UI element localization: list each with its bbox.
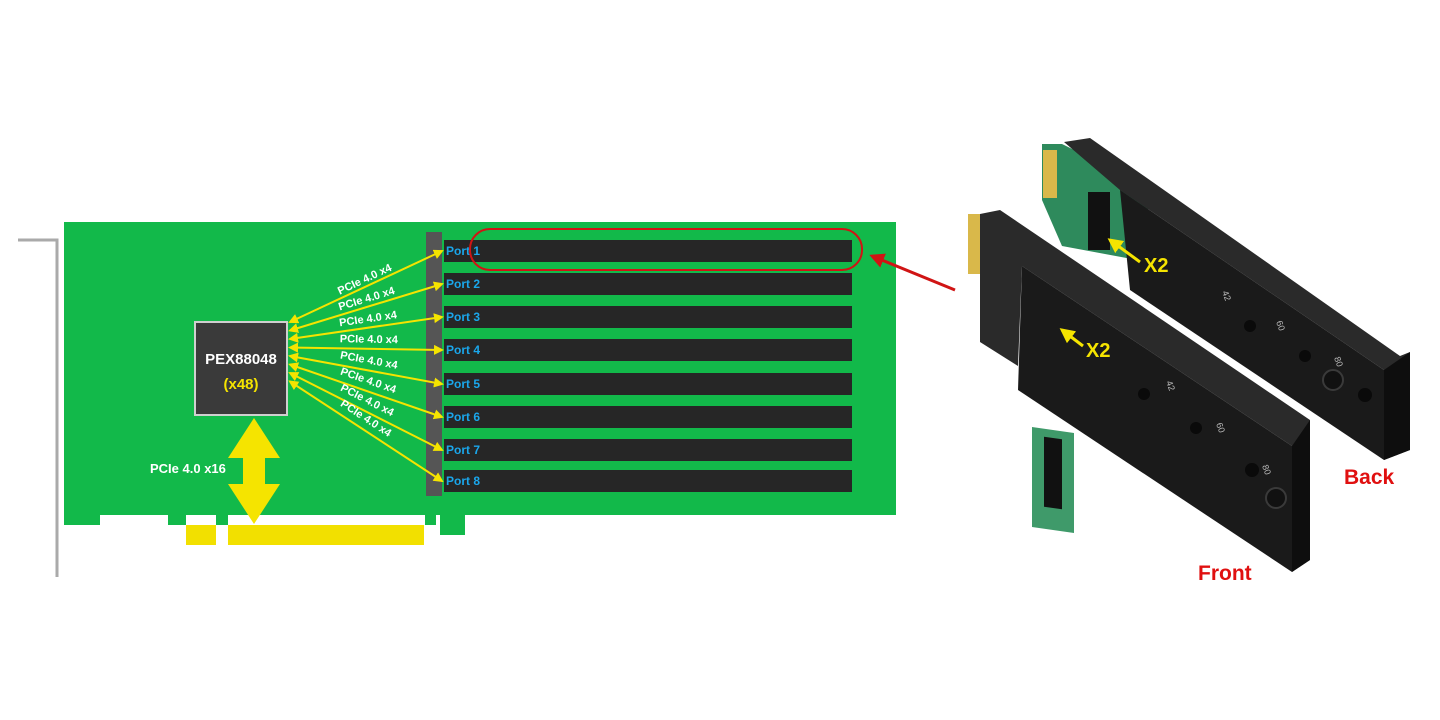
back-size-42: 42 [1220, 289, 1233, 302]
front-hole [1190, 422, 1202, 434]
m2-slot-8 [444, 470, 852, 492]
front-screw [1265, 487, 1287, 509]
back-heatsink-top [1064, 138, 1410, 460]
m2-slot-7 [444, 439, 852, 461]
front-m2-connector [1044, 436, 1062, 510]
port-label-1: Port 1 [446, 244, 480, 258]
link-label-4: PCIe 4.0 x4 [340, 333, 399, 346]
adapter-back: 42 60 80 [1042, 138, 1410, 460]
port-label-6: Port 6 [446, 410, 480, 424]
pointer-arrow [869, 253, 956, 292]
front-multiplier: X2 [1086, 340, 1110, 362]
m2-slot-4 [444, 339, 852, 361]
pcie-bracket [18, 238, 59, 577]
back-size-80: 80 [1332, 355, 1345, 368]
front-heatsink-face [1018, 266, 1292, 572]
back-hole [1299, 350, 1311, 362]
m2-slot-2 [444, 273, 852, 295]
port-header-strip [426, 232, 442, 496]
back-heatsink-end [1384, 352, 1410, 460]
port-label-3: Port 3 [446, 310, 480, 324]
front-hole [1245, 463, 1259, 477]
m2-slot-5 [444, 373, 852, 395]
back-size-60: 60 [1274, 319, 1287, 332]
chip-name: PEX88048 [205, 351, 277, 368]
back-gold-finger [1043, 150, 1057, 198]
back-hole [1358, 388, 1372, 402]
back-multiplier: X2 [1144, 255, 1168, 277]
edge-connector-long [228, 525, 424, 545]
port-label-2: Port 2 [446, 277, 480, 291]
back-label: Back [1344, 466, 1395, 489]
m2-slot-6 [444, 406, 852, 428]
front-x2-arrow [1059, 328, 1084, 348]
front-label: Front [1198, 562, 1252, 585]
link-arrow-8 [288, 380, 444, 483]
front-size-80: 80 [1260, 463, 1273, 476]
front-size-42: 42 [1164, 379, 1177, 392]
front-heatsink-end [1292, 420, 1310, 572]
port-label-8: Port 8 [446, 474, 480, 488]
front-heatsink-top [980, 210, 1310, 572]
m2-slots: Port 1 Port 2 Port 3 Port 4 Port 5 Port 6 Port… [444, 240, 852, 492]
port1-highlight [469, 228, 863, 271]
link-arrow-4 [288, 342, 444, 355]
host-link-arrow [228, 418, 280, 524]
m2-slot-1 [444, 240, 852, 262]
chip-lanes: (x48) [223, 376, 258, 393]
port-label-7: Port 7 [446, 443, 480, 457]
back-hole [1244, 320, 1256, 332]
port-label-4: Port 4 [446, 343, 480, 357]
back-screw [1322, 369, 1344, 391]
edge-connector-short [186, 525, 216, 545]
front-gold-finger [968, 214, 982, 274]
back-x2-arrow [1107, 238, 1141, 264]
switch-chip [194, 321, 288, 416]
m2-slot-3 [444, 306, 852, 328]
link-arrow-3 [288, 313, 444, 343]
port-label-5: Port 5 [446, 377, 480, 391]
front-size-60: 60 [1214, 421, 1227, 434]
back-m2-connector [1088, 192, 1110, 250]
host-link-label: PCIe 4.0 x16 [150, 461, 226, 476]
front-hole [1138, 388, 1150, 400]
adapter-front: 42 60 80 [968, 210, 1310, 572]
